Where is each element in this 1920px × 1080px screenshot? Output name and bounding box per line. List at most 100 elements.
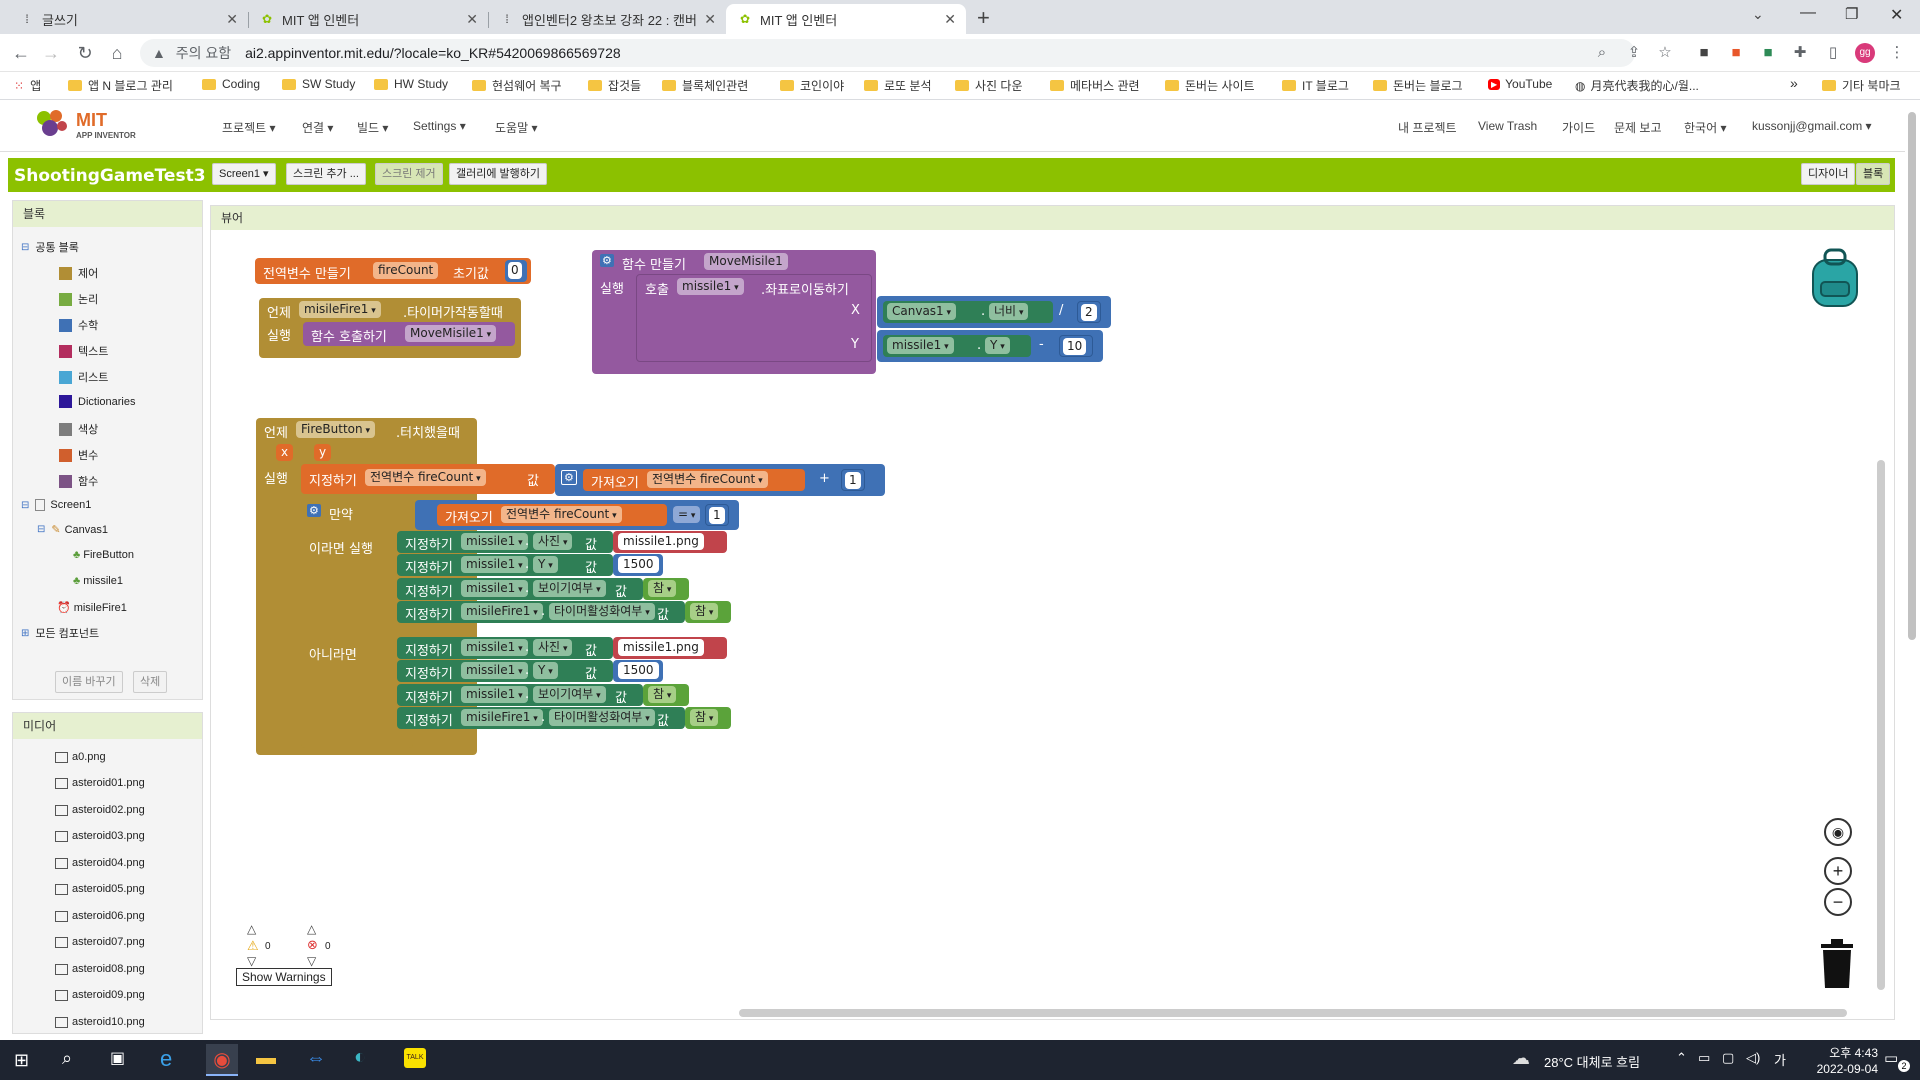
clock-time[interactable]: 오후 4:43 (1829, 1046, 1878, 1060)
tree-screen1[interactable]: ⊟Screen1 (21, 499, 92, 511)
task-view-icon[interactable]: ▣ (110, 1050, 126, 1067)
bookmark-item[interactable]: IT 블로그 (1282, 77, 1349, 94)
missile-y-getter[interactable]: missile1 . Y (883, 335, 1031, 357)
file-explorer-icon[interactable]: ▬ (256, 1047, 276, 1069)
get-global-block[interactable]: 가져오기 전역변수 fireCount (583, 469, 805, 491)
category-lists[interactable]: 리스트 (59, 369, 108, 385)
zoom-icon[interactable]: ⌕ (1597, 44, 1607, 61)
component-dropdown[interactable]: FireButton (296, 421, 376, 438)
number-field[interactable]: 1 (709, 507, 725, 524)
timer-event-block[interactable]: 언제 misileFire1 .타이머가작동할때 실행 함수 호출하기 Move… (259, 298, 521, 358)
workspace-vscrollbar[interactable] (1877, 460, 1885, 990)
variable-dropdown[interactable]: 전역변수 fireCount (647, 471, 768, 488)
value-field[interactable]: 참 (690, 709, 719, 727)
compare-block[interactable]: 가져오기 전역변수 fireCount = 1 (415, 500, 739, 530)
page-scrollbar[interactable] (1906, 104, 1918, 648)
search-icon[interactable]: ⌕ (62, 1048, 73, 1068)
media-file[interactable]: asteroid06.png (55, 910, 145, 922)
menu-help[interactable]: 도움말 ▾ (495, 121, 538, 135)
subtract-block[interactable]: missile1 . Y - 10 (877, 330, 1103, 362)
property-dropdown[interactable]: Y (985, 337, 1010, 354)
menu-settings[interactable]: Settings ▾ (413, 119, 466, 133)
tab-lecture[interactable]: ⁞ 앱인벤터2 왕초보 강좌 22 : 캔버 ✕ (488, 4, 726, 34)
bookmark-item[interactable]: 돈버는 사이트 (1165, 77, 1255, 94)
value-block[interactable]: 참 (685, 707, 731, 730)
account-menu[interactable]: kussonjj@gmail.com ▾ (1752, 119, 1872, 133)
add-block[interactable]: ⚙ 가져오기 전역변수 fireCount + 1 (555, 464, 885, 496)
bookmark-item[interactable]: 사진 다운 (955, 77, 1023, 94)
value-block[interactable]: missile1.png (613, 637, 727, 659)
warning-toggle-down[interactable]: ▽ (247, 954, 257, 968)
number-block[interactable]: 0 (505, 260, 527, 282)
app-inventor-logo[interactable]: MIT APP INVENTOR (32, 106, 152, 146)
show-warnings-button[interactable]: Show Warnings (236, 968, 332, 986)
component-dropdown[interactable]: missile1 (461, 685, 528, 703)
bookmark-item[interactable]: 블록체인관련 (662, 77, 748, 94)
other-bookmarks[interactable]: 기타 북마크 (1822, 77, 1901, 94)
value-block[interactable]: missile1.png (613, 531, 727, 553)
notification-icon[interactable]: ▭ (1884, 1050, 1899, 1067)
publish-gallery-button[interactable]: 갤러리에 발행하기 (449, 163, 548, 185)
extension-icon[interactable]: ■ (1699, 44, 1709, 61)
property-dropdown[interactable]: Y (533, 662, 558, 680)
number-block[interactable]: 2 (1077, 301, 1101, 323)
property-dropdown[interactable]: 사진 (533, 639, 573, 656)
reload-icon[interactable]: ↻ (77, 43, 93, 63)
start-icon[interactable]: ⊞ (14, 1050, 30, 1070)
zoom-out-icon[interactable]: − (1824, 888, 1852, 916)
error-toggle-up[interactable]: △ (307, 922, 317, 936)
bookmark-item[interactable]: 메타버스 관련 (1050, 77, 1140, 94)
tree-canvas1[interactable]: ⊟✎Canvas1 (37, 523, 109, 537)
close-icon[interactable]: ✕ (226, 11, 238, 27)
star-icon[interactable]: ☆ (1658, 44, 1672, 61)
tree-builtin[interactable]: ⊟공통 블록 (21, 241, 79, 255)
close-icon[interactable]: ✕ (704, 11, 716, 27)
value-field[interactable]: 1500 (618, 556, 659, 574)
divide-block[interactable]: Canvas1 . 너비 / 2 (877, 296, 1111, 328)
number-field[interactable]: 10 (1063, 338, 1087, 355)
tab-appinventor-1[interactable]: ✿ MIT 앱 인벤터 ✕ (248, 4, 489, 34)
weather-icon[interactable]: ☁ (1512, 1048, 1530, 1068)
media-file[interactable]: asteroid04.png (55, 857, 145, 869)
designer-button[interactable]: 디자이너 (1801, 163, 1856, 185)
component-dropdown[interactable]: missile1 (461, 639, 528, 656)
media-file[interactable]: asteroid08.png (55, 963, 145, 975)
variable-dropdown[interactable]: 전역변수 fireCount (501, 506, 622, 523)
media-file[interactable]: asteroid10.png (55, 1016, 145, 1028)
canvas-width-getter[interactable]: Canvas1 . 너비 (883, 301, 1053, 323)
puzzle-icon[interactable]: ✚ (1793, 44, 1807, 61)
category-logic[interactable]: 논리 (59, 291, 98, 307)
component-dropdown[interactable]: misileFire1 (461, 603, 543, 621)
volume-icon[interactable]: ◁) (1746, 1050, 1761, 1065)
my-projects-link[interactable]: 내 프로젝트 (1398, 121, 1457, 135)
media-file[interactable]: a0.png (55, 751, 106, 763)
value-block[interactable]: 참 (643, 577, 689, 600)
value-field[interactable]: missile1.png (618, 533, 704, 550)
value-block[interactable]: 참 (685, 601, 731, 624)
variable-dropdown[interactable]: 전역변수 fireCount (365, 469, 486, 486)
report-issue-link[interactable]: 문제 보고 (1614, 121, 1662, 135)
tree-firebutton[interactable]: ♣FireButton (73, 549, 134, 561)
bookmark-item[interactable]: HW Study (374, 77, 448, 91)
add-screen-button[interactable]: 스크린 추가 ... (286, 163, 366, 185)
error-toggle-down[interactable]: ▽ (307, 954, 317, 968)
remove-screen-button[interactable]: 스크린 제거 (375, 163, 443, 185)
category-math[interactable]: 수학 (59, 317, 98, 333)
home-icon[interactable]: ⌂ (111, 43, 123, 63)
tab-blog-write[interactable]: ⁞ 글쓰기 ✕ (8, 4, 249, 34)
component-dropdown[interactable]: misileFire1 (299, 301, 381, 318)
menu-project[interactable]: 프로젝트 ▾ (222, 121, 276, 135)
value-field[interactable]: 1500 (618, 662, 659, 680)
set-global-block[interactable]: 지정하기 전역변수 fireCount 값 (301, 464, 555, 494)
browser-menu-icon[interactable]: ⋮ (1889, 44, 1905, 61)
ie-icon[interactable]: e (160, 1046, 173, 1071)
recenter-icon[interactable]: ◉ (1824, 818, 1852, 846)
procedure-dropdown[interactable]: MoveMisile1 (405, 325, 497, 342)
close-icon[interactable]: ✕ (466, 11, 478, 27)
number-field[interactable]: 1 (845, 472, 861, 489)
teamviewer-icon[interactable]: ⇔ (306, 1047, 326, 1069)
global-var-block[interactable]: 전역변수 만들기 fireCount 초기값 0 (255, 258, 531, 284)
bookmark-item[interactable]: ◍月亮代表我的心/월... (1575, 78, 1699, 94)
number-block[interactable]: 1 (705, 504, 729, 526)
